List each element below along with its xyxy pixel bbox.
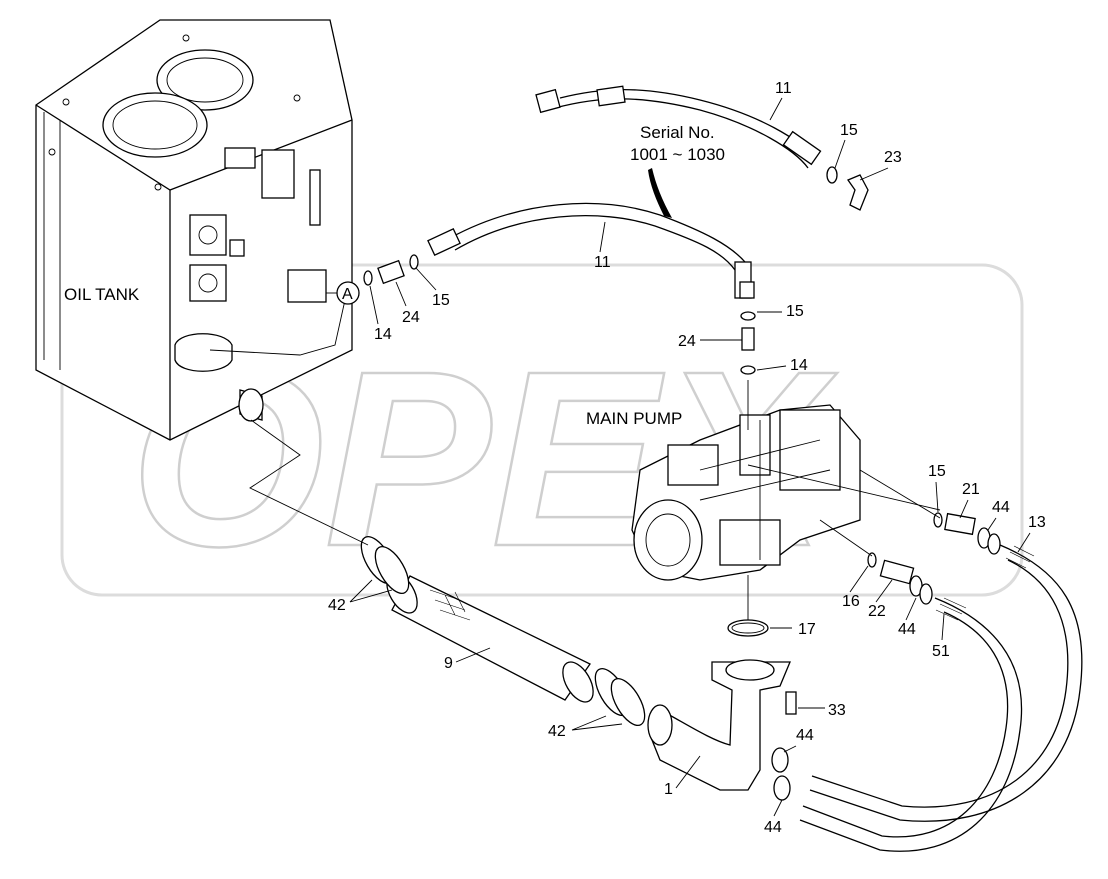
suction-pipe-1 (647, 659, 791, 801)
oil-tank: OIL TANK (35, 19, 353, 441)
callouts: 11 15 23 11 15 14 24 15 24 14 15 21 44 1… (328, 80, 1046, 836)
pump-outlet-fittings (819, 469, 1001, 605)
o-ring-17 (727, 575, 792, 637)
callout-44-c: 44 (796, 727, 814, 744)
reference-a-label: A (342, 286, 353, 303)
callout-42-a: 42 (328, 597, 346, 614)
callout-15-right: 15 (786, 303, 804, 320)
clamps-42-right (594, 668, 646, 726)
callout-15-top: 15 (840, 122, 858, 139)
hose-13 (809, 544, 1083, 822)
callout-44-d: 44 (764, 819, 782, 836)
serial-number-line-2: 1001 ~ 1030 (630, 145, 725, 164)
callout-51: 51 (932, 643, 950, 660)
callout-15-pump: 15 (928, 463, 946, 480)
callout-9: 9 (444, 655, 453, 672)
callout-44-b: 44 (898, 621, 916, 638)
callout-42-b: 42 (548, 723, 566, 740)
callout-22: 22 (868, 603, 886, 620)
callout-1: 1 (664, 781, 673, 798)
hose-11-lower (427, 202, 755, 299)
callout-33: 33 (828, 702, 846, 719)
callout-24-right: 24 (678, 333, 696, 350)
callout-17: 17 (798, 621, 816, 638)
guide-line-pump (747, 464, 941, 511)
reference-a: A (326, 281, 360, 305)
serial-arrow: Serial No. 1001 ~ 1030 (630, 123, 725, 218)
callout-24-mid: 24 (402, 309, 420, 326)
fittings-tank-side (363, 254, 756, 375)
oil-tank-label: OIL TANK (64, 285, 140, 304)
callout-16: 16 (842, 593, 860, 610)
callout-14-right: 14 (790, 357, 808, 374)
callout-44-a: 44 (992, 499, 1010, 516)
main-pump-label: MAIN PUMP (586, 409, 682, 428)
callout-11-mid: 11 (594, 254, 611, 271)
hose-11-upper (535, 85, 869, 211)
callout-23: 23 (884, 149, 902, 166)
callout-15-mid: 15 (432, 292, 450, 309)
callout-13: 13 (1028, 514, 1046, 531)
guide-line-tank (249, 419, 369, 546)
callout-11-top: 11 (775, 80, 792, 97)
bolt-33 (785, 691, 825, 715)
callout-21: 21 (962, 481, 980, 498)
hose-51 (799, 597, 1023, 852)
clamps-42-left (360, 536, 410, 594)
main-pump: MAIN PUMP (586, 380, 861, 581)
callout-14-mid: 14 (374, 326, 392, 343)
serial-number-line-1: Serial No. (640, 123, 715, 142)
